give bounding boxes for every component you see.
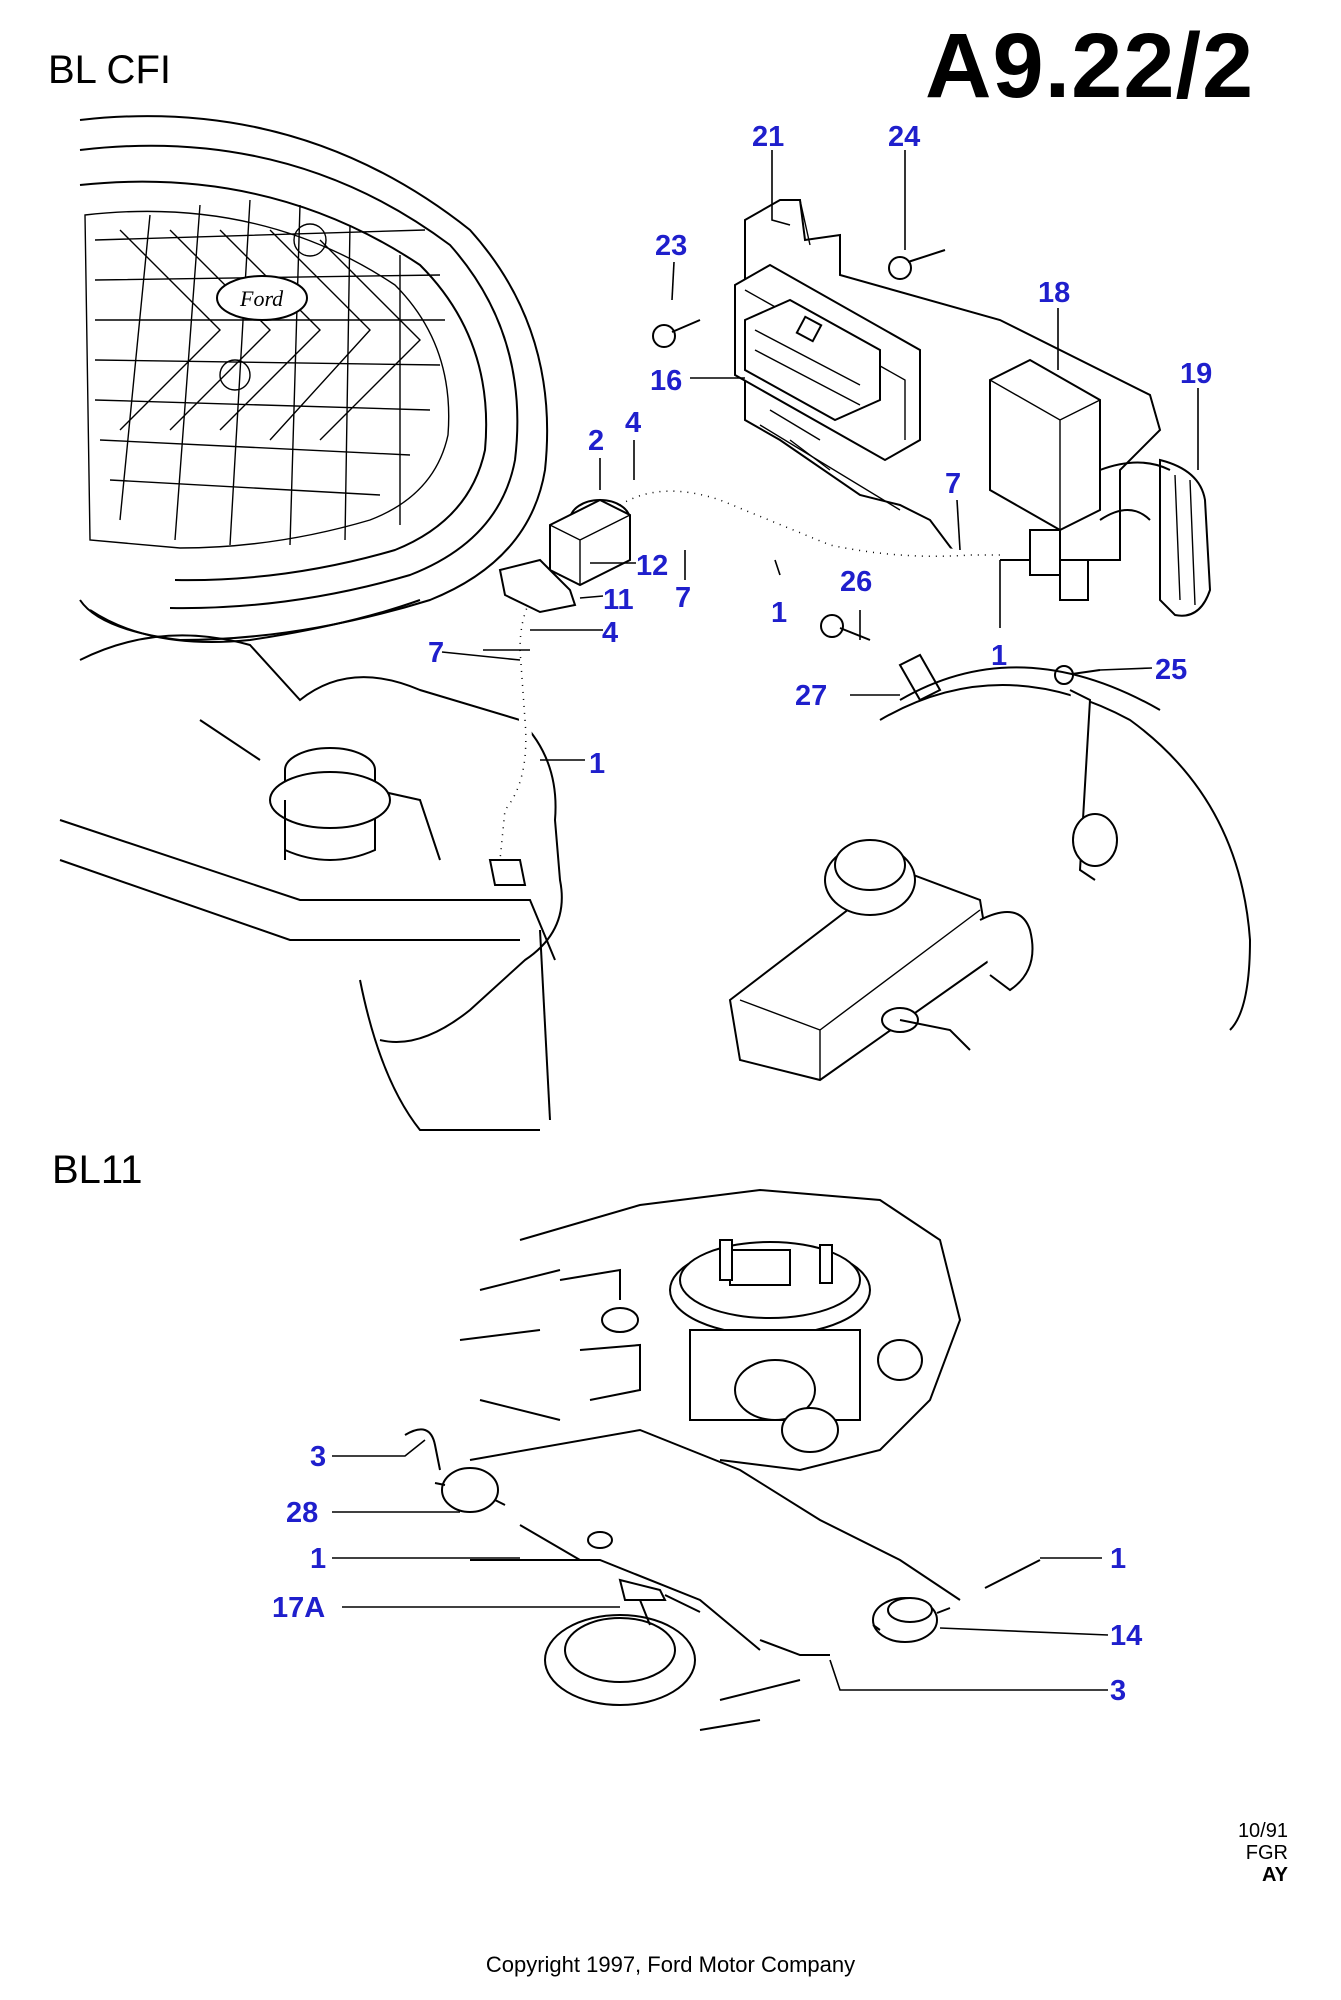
callout-12: 12 <box>636 550 668 582</box>
revision-code: FGR <box>1245 1842 1288 1864</box>
callout-24: 24 <box>888 121 920 153</box>
callout-17a: 17A <box>272 1592 325 1624</box>
callout-7b: 7 <box>675 582 691 614</box>
callout-16: 16 <box>650 365 682 397</box>
revision-date: 10/91 <box>1237 1820 1288 1842</box>
callout-26: 26 <box>840 566 872 598</box>
vacuum-circuit-bottom <box>404 1428 1041 1656</box>
callout-23: 23 <box>655 230 687 262</box>
callout-25: 25 <box>1155 654 1187 686</box>
callout-19: 19 <box>1180 358 1212 390</box>
carburettor <box>459 1188 962 1472</box>
callout-7c: 7 <box>428 637 444 669</box>
callout-11: 11 <box>603 584 634 616</box>
callout-3a: 3 <box>310 1441 326 1473</box>
callout-7a: 7 <box>945 468 961 500</box>
section-title-bl-cfi: BL CFI <box>48 48 171 92</box>
callout-21: 21 <box>752 121 784 153</box>
callout-18: 18 <box>1038 277 1070 309</box>
engine-lower <box>469 1428 961 1731</box>
connector-19 <box>1099 458 1212 617</box>
callout-4a: 4 <box>625 407 641 439</box>
callouts-bl11: 3 28 1 17A 1 14 3 <box>272 1441 1142 1707</box>
engine-block <box>59 634 563 1131</box>
master-cylinder <box>728 839 1034 1082</box>
copyright-notice: Copyright 1997, Ford Motor Company <box>485 1952 856 1977</box>
callout-1c: 1 <box>589 748 605 780</box>
callouts-bl-cfi: 21 24 23 18 16 19 4 2 7 12 11 7 1 26 7 4… <box>428 121 1212 780</box>
callout-1b: 1 <box>991 640 1007 672</box>
callout-2: 2 <box>588 425 604 457</box>
air-cleaner: Ford <box>79 115 549 643</box>
page-code: A9.22/2 <box>925 15 1255 117</box>
callout-3b: 3 <box>1110 1675 1126 1707</box>
callout-27: 27 <box>795 680 827 712</box>
callout-28: 28 <box>286 1497 318 1529</box>
revision-letters: AY <box>1262 1864 1288 1886</box>
callout-1e: 1 <box>1110 1543 1126 1575</box>
section-title-bl11: BL11 <box>52 1148 143 1192</box>
module-unit-18 <box>989 358 1101 601</box>
callout-1d: 1 <box>310 1543 326 1575</box>
leader-lines <box>332 150 1199 1691</box>
callout-1a: 1 <box>771 597 787 629</box>
svg-text:Ford: Ford <box>239 286 284 311</box>
brake-servo <box>879 666 1252 1031</box>
ecu-module <box>734 263 921 462</box>
screws-top <box>652 249 1101 702</box>
callout-4b: 4 <box>602 617 618 649</box>
callout-14: 14 <box>1110 1620 1142 1652</box>
